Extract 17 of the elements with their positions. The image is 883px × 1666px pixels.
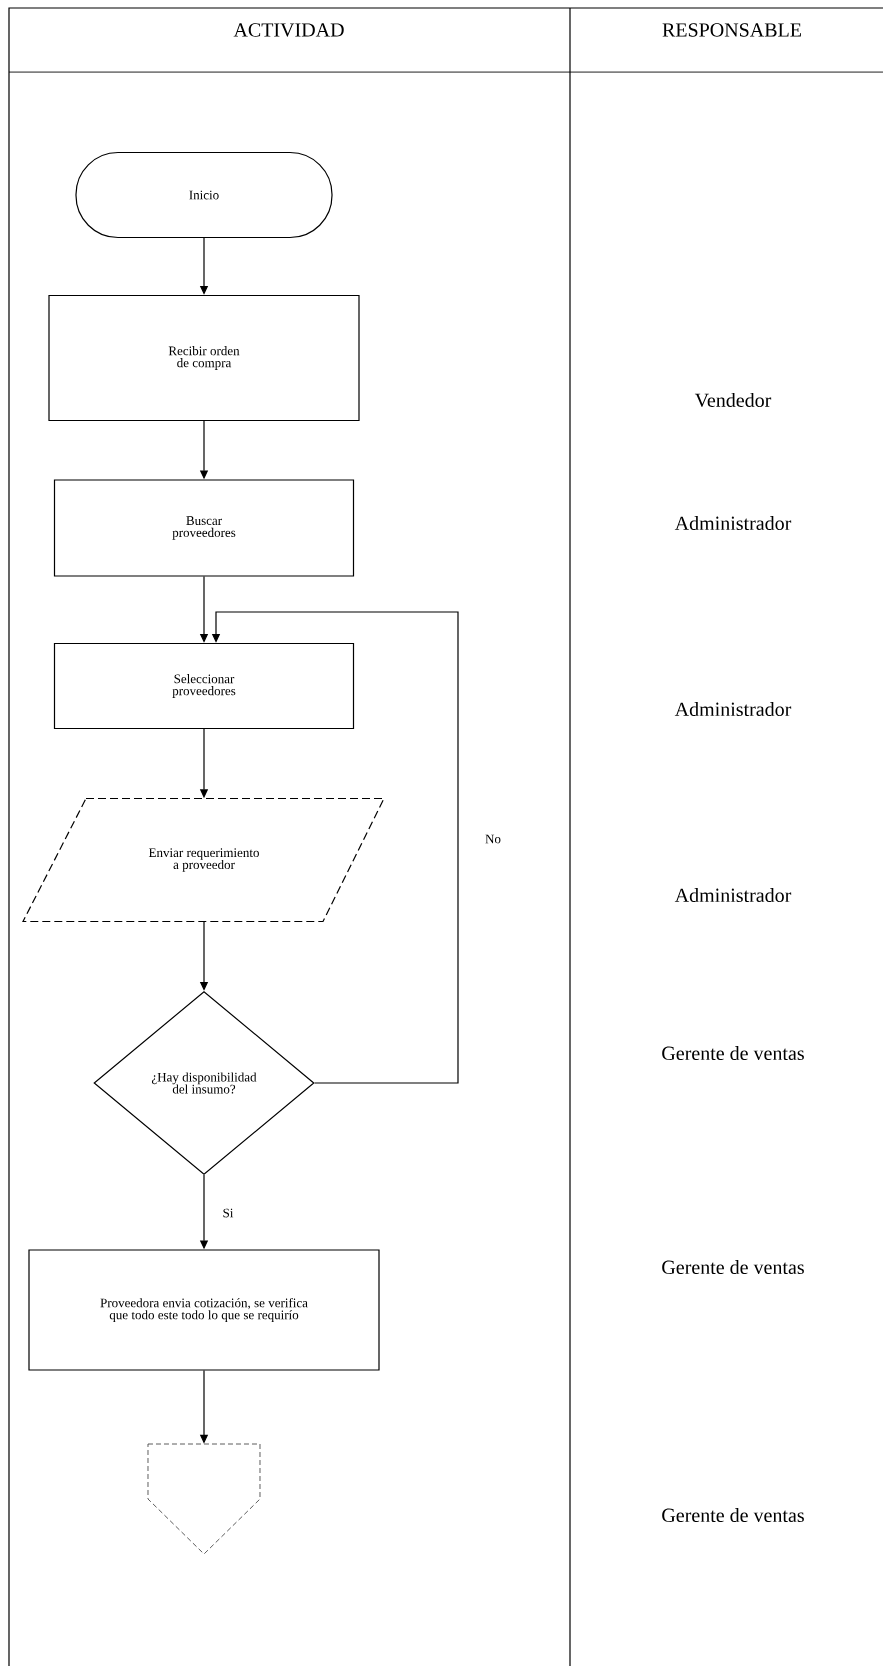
role-label: Vendedor	[694, 392, 772, 408]
data-parallelogram: Enviar requerimiento a proveedor	[22, 797, 385, 923]
role-label: Administrador	[674, 701, 792, 717]
role-label: Gerente de ventas	[662, 1045, 804, 1061]
process-box: Buscar proveedores	[53, 479, 355, 577]
role-label: Administrador	[674, 515, 792, 531]
off-page-connector	[147, 1443, 261, 1555]
edge-label: No	[484, 833, 502, 845]
edge-label: Si	[221, 1207, 235, 1219]
column-header: ACTIVIDAD	[233, 23, 344, 37]
process-box: Proveedora envia cotización, se verifica que todo este todo lo que se requirío	[28, 1249, 380, 1371]
process-box: Recibir orden de compra	[48, 294, 360, 422]
process-box: Seleccionar proveedores	[53, 642, 355, 730]
role-label: Gerente de ventas	[662, 1507, 804, 1523]
role-label: Gerente de ventas	[662, 1259, 804, 1275]
column-header: RESPONSABLE	[662, 23, 801, 37]
role-label: Administrador	[674, 887, 792, 903]
